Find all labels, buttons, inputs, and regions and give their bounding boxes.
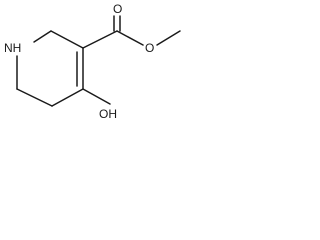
bond-c5-c6 [16, 88, 53, 107]
atom-label-carbonyl-o: O [113, 2, 122, 16]
atom-label-nh: NH [4, 41, 21, 55]
structure-diagram: NH O O OH [4, 2, 181, 121]
bond-c4-c5 [51, 88, 84, 107]
bond-c2-c3 [50, 30, 84, 49]
bond-carbonyl-ester-o [116, 30, 144, 46]
bond-c3-carbonyl-c [82, 30, 118, 49]
bond-c4-oh [82, 88, 111, 105]
atom-label-hydroxyl: OH [99, 107, 117, 121]
atom-labels: NH O O OH [4, 2, 154, 121]
atom-label-ester-o: O [145, 41, 154, 55]
bond-nh-c2 [33, 30, 52, 43]
bond-ester-o-methyl [156, 30, 181, 46]
bond-group [16, 15, 181, 107]
